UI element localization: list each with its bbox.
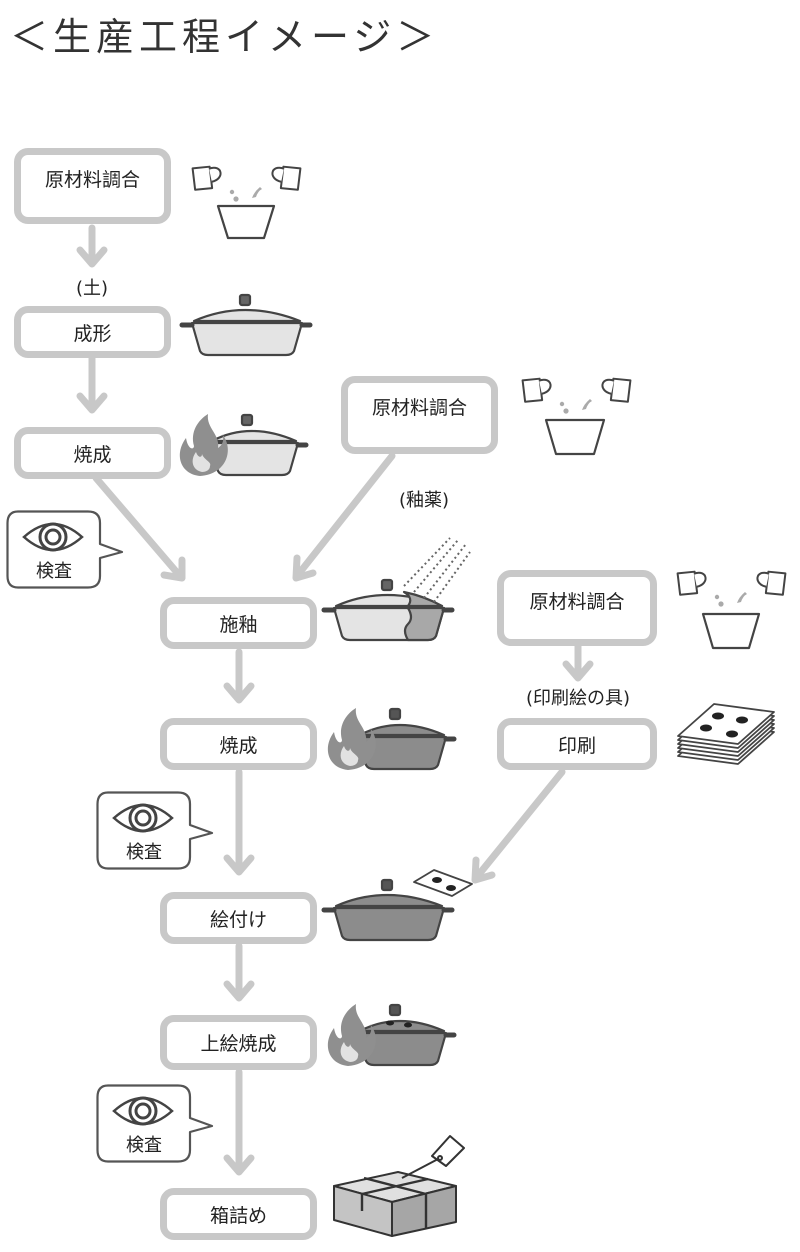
pot-decorated-icon <box>321 878 455 942</box>
eye-icon <box>112 803 174 833</box>
note-glaze: (釉薬) <box>398 490 450 511</box>
print-sheets-icon <box>677 703 775 765</box>
arrow-glaze-to-glazing <box>293 452 396 580</box>
packaged-box-icon <box>333 1135 465 1237</box>
eye-icon <box>112 1096 174 1126</box>
note-clay: (土) <box>75 278 109 299</box>
step-mix-paint: 原材料調合 <box>497 570 657 646</box>
step-overglaze-firing: 上絵焼成 <box>160 1015 317 1070</box>
arrow-printing-to-decoration <box>472 768 566 882</box>
eye-icon <box>22 522 84 552</box>
step-boxing: 箱詰め <box>160 1188 317 1240</box>
flow-arrows <box>76 224 594 1176</box>
step-forming: 成形 <box>14 306 171 358</box>
step-decoration: 絵付け <box>160 892 317 944</box>
mixing-bowl-icon-2 <box>516 373 637 456</box>
spray-icon <box>403 537 471 603</box>
step-mix-glaze: 原材料調合 <box>341 376 498 454</box>
pot-glaze-fire-icon <box>327 707 457 771</box>
step-glazing: 施釉 <box>160 597 317 649</box>
page-title: ＜生産工程イメージ＞ <box>10 15 440 59</box>
inspection-bubble-3: 検査 <box>96 1084 214 1163</box>
inspection-label-1: 検査 <box>36 561 72 582</box>
inspection-bubble-2: 検査 <box>96 791 214 870</box>
inspection-label-2: 検査 <box>126 842 162 863</box>
inspection-label-3: 検査 <box>126 1135 162 1156</box>
pot-glazing-icon <box>321 578 455 642</box>
step-mix-clay: 原材料調合 <box>14 148 171 224</box>
step-printing: 印刷 <box>497 718 657 770</box>
mixing-bowl-icon-3 <box>671 566 792 650</box>
step-firing-1: 焼成 <box>14 427 171 479</box>
mixing-bowl-icon-1 <box>186 161 307 240</box>
step-firing-2: 焼成 <box>160 718 317 770</box>
pot-overglaze-fire-icon <box>327 1003 457 1067</box>
arrow-firing-to-glazing <box>92 474 184 580</box>
pot-bisque-fire-icon <box>179 413 309 477</box>
decal-icon <box>413 869 473 897</box>
note-paint: (印刷絵の具) <box>525 688 631 709</box>
pot-raw-icon <box>179 293 313 357</box>
inspection-bubble-1: 検査 <box>6 510 124 589</box>
